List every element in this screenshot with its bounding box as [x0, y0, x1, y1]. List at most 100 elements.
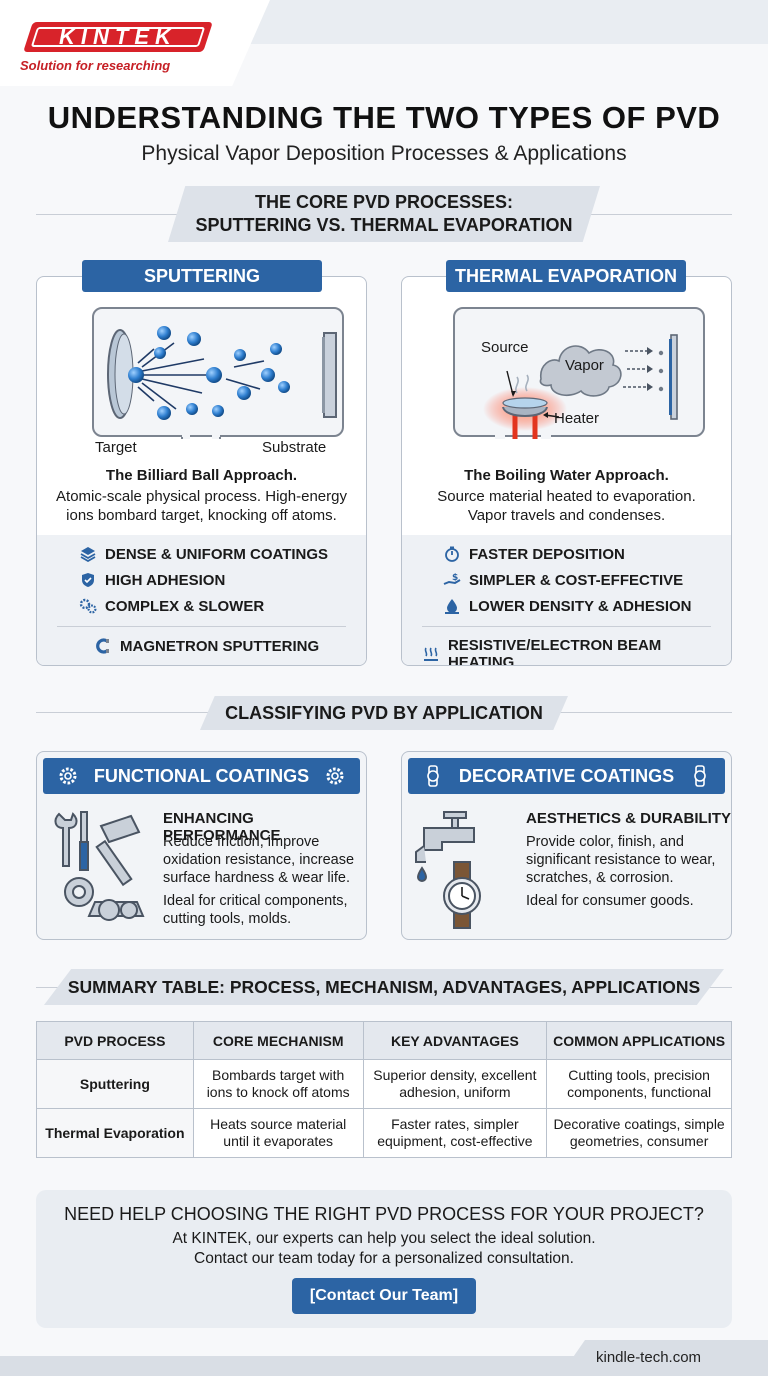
functional-heading-label: FUNCTIONAL COATINGS	[93, 765, 310, 786]
decorative-heading: DECORATIVE COATINGS	[408, 758, 725, 794]
footer-tab	[560, 1340, 768, 1376]
gears-icon	[79, 597, 97, 615]
table-header: CORE MECHANISM	[192, 1021, 364, 1060]
heat-waves-icon	[422, 645, 440, 663]
droplet-icon	[443, 597, 461, 615]
feature-label: COMPLEX & SLOWER	[105, 597, 265, 615]
cell-line: equipment, cost-effective	[377, 1133, 533, 1149]
core-section-line2: SPUTTERING VS. THERMAL EVAPORATION	[195, 215, 573, 235]
sputtering-chamber-illustration	[107, 326, 337, 449]
sputtering-approach: The Billiard Ball Approach.	[105, 467, 298, 484]
feature-label: DENSE & UNIFORM COATINGS	[105, 545, 329, 563]
kintek-logo[interactable]: KINTEK Solution for researching	[18, 20, 214, 78]
feature-divider	[422, 626, 711, 627]
evaporation-approach: The Boiling Water Approach.	[464, 467, 669, 484]
decorative-text-3: scratches, & corrosion.	[526, 870, 674, 886]
logo-tagline: Solution for researching	[20, 58, 171, 73]
cell-line: until it evaporates	[223, 1133, 334, 1149]
feature-label: LOWER DENSITY & ADHESION	[469, 597, 692, 615]
decorative-card: DECORATIVE COATINGS AESTHETICS & DURABIL…	[401, 751, 732, 940]
core-section-line1: THE CORE PVD PROCESSES:	[254, 192, 514, 212]
core-section-banner: THE CORE PVD PROCESSES: SPUTTERING VS. T…	[168, 186, 600, 242]
stopwatch-icon	[443, 545, 461, 563]
page-subtitle: Physical Vapor Deposition Processes & Ap…	[141, 142, 627, 165]
feature-label: FASTER DEPOSITION	[469, 545, 625, 563]
decorative-heading-label: DECORATIVE COATINGS	[458, 765, 675, 786]
sputtering-heading: SPUTTERING	[82, 260, 322, 292]
cell-line: Faster rates, simpler	[391, 1116, 519, 1132]
summary-section-banner: SUMMARY TABLE: PROCESS, MECHANISM, ADVAN…	[44, 969, 724, 1005]
functional-text-3: surface hardness & wear life.	[163, 870, 350, 886]
feature-simpler-cost: $ SIMPLER & COST-EFFECTIVE	[443, 571, 683, 589]
contact-team-button[interactable]: [Contact Our Team]	[292, 1278, 476, 1314]
summary-table: PVD PROCESS CORE MECHANISM KEY ADVANTAGE…	[36, 1021, 732, 1158]
functional-card: FUNCTIONAL COATINGS ENHANCING PERFORMANC…	[36, 751, 367, 940]
table-header: COMMON APPLICATIONS	[546, 1021, 732, 1060]
table-row: Thermal Evaporation Heats source materia…	[36, 1108, 732, 1158]
cell-line: adhesion, uniform	[399, 1084, 511, 1100]
source-label: Source	[481, 339, 529, 356]
functional-ideal-1: Ideal for critical components,	[163, 893, 348, 909]
cta-question: NEED HELP CHOOSING THE RIGHT PVD PROCESS…	[64, 1204, 704, 1224]
variant-label: MAGNETRON SPUTTERING	[120, 637, 320, 655]
logo-wordmark: KINTEK	[59, 24, 177, 49]
sputtering-desc-1: Atomic-scale physical process. High-ener…	[56, 488, 347, 505]
cell-line: Bombards target with	[212, 1067, 345, 1083]
decorative-subtitle: AESTHETICS & DURABILITY	[526, 810, 732, 827]
functional-text-2: oxidation resistance, increase	[163, 852, 355, 868]
sputtering-desc-2: ions bombard target, knocking off atoms.	[66, 507, 337, 524]
decorative-text-1: Provide color, finish, and	[526, 834, 684, 850]
table-cell-process: Sputtering	[36, 1059, 194, 1109]
feature-faster-deposition: FASTER DEPOSITION	[443, 545, 625, 563]
substrate-label: Substrate	[262, 439, 327, 456]
heater-label: Heater	[554, 410, 600, 427]
gear-icon	[326, 767, 344, 785]
evaporation-heading: THERMAL EVAPORATION	[446, 260, 686, 292]
magnet-icon	[94, 637, 112, 655]
layers-icon	[79, 545, 97, 563]
functional-text-1: Reduce friction, improve	[163, 834, 320, 850]
application-section-banner: CLASSIFYING PVD BY APPLICATION	[200, 696, 568, 730]
cell-line: geometries, consumer	[569, 1133, 709, 1149]
variant-heating: RESISTIVE/ELECTRON BEAM HEATING	[422, 637, 731, 666]
tools-illustration	[54, 811, 145, 921]
sputtering-diagram	[92, 307, 344, 449]
feature-complex-slower: COMPLEX & SLOWER	[79, 597, 264, 615]
cell-line: Decorative coatings, simple	[553, 1116, 725, 1132]
faucet-watch-illustration	[415, 811, 481, 929]
svg-text:$: $	[452, 573, 458, 583]
table-header: PVD PROCESS	[36, 1021, 194, 1060]
money-hand-icon: $	[443, 571, 461, 589]
feature-lower-density: LOWER DENSITY & ADHESION	[443, 597, 692, 615]
feature-dense-uniform: DENSE & UNIFORM COATINGS	[79, 545, 328, 563]
cell-line: ions to knock off atoms	[206, 1084, 350, 1100]
watch-icon	[427, 765, 439, 787]
feature-label: SIMPLER & COST-EFFECTIVE	[469, 571, 684, 589]
footer-website-link[interactable]: kindle-tech.com	[596, 1349, 702, 1366]
shield-icon	[79, 571, 97, 589]
watch-icon	[694, 765, 706, 787]
feature-high-adhesion: HIGH ADHESION	[79, 571, 225, 589]
functional-subtitle: ENHANCING PERFORMANCE	[163, 810, 281, 844]
decorative-text-2: significant resistance to wear,	[526, 852, 716, 868]
cta-text-1: At KINTEK, our experts can help you sele…	[172, 1230, 596, 1247]
evaporation-chamber-illustration	[483, 334, 678, 443]
feature-label: HIGH ADHESION	[105, 571, 226, 589]
table-header-row: PVD PROCESS CORE MECHANISM KEY ADVANTAGE…	[36, 1021, 732, 1060]
cell-line: components, functional	[567, 1084, 712, 1100]
cta-text-2: Contact our team today for a personalize…	[194, 1250, 574, 1267]
cta-panel: NEED HELP CHOOSING THE RIGHT PVD PROCESS…	[36, 1190, 732, 1328]
evaporation-desc-1: Source material heated to evaporation.	[437, 488, 696, 505]
cell-line: Heats source material	[210, 1116, 347, 1132]
target-label: Target	[95, 439, 137, 456]
cell-line: Superior density, excellent	[373, 1067, 537, 1083]
variant-label: RESISTIVE/ELECTRON BEAM HEATING	[447, 637, 662, 666]
evaporation-desc-2: Vapor travels and condenses.	[467, 507, 666, 524]
